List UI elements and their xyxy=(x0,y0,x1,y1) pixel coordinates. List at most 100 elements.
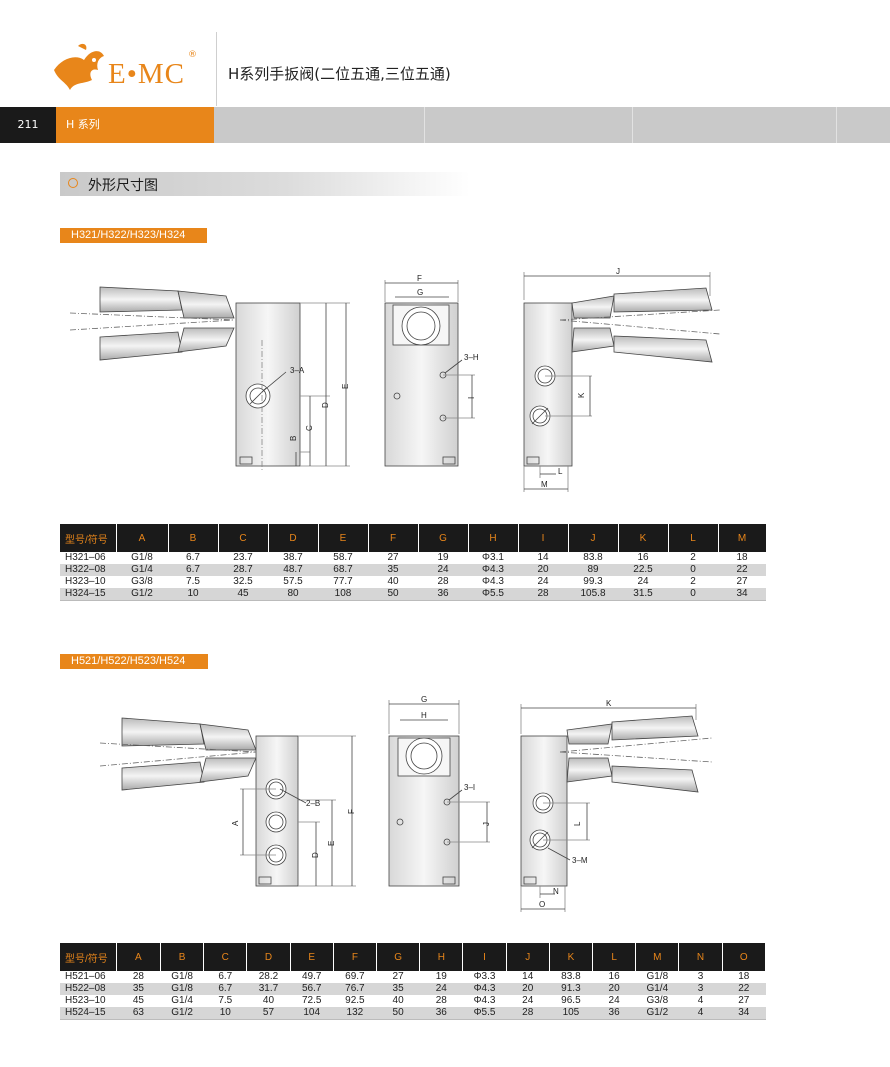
model-tag-group1: H321/H322/H323/H324 xyxy=(60,228,207,243)
table-cell: 28.2 xyxy=(246,971,291,983)
table-header-cell: E xyxy=(290,943,334,971)
model-cell: H324–15 xyxy=(60,588,116,601)
table-header-cell: B xyxy=(168,524,219,552)
dim-label: H xyxy=(421,711,427,720)
table-cell: 20 xyxy=(592,983,636,995)
section-heading: 外形尺寸图 xyxy=(60,172,470,196)
table-header-cell: K xyxy=(618,524,669,552)
model-cell: H524–15 xyxy=(60,1007,117,1020)
table-cell: 57 xyxy=(246,1007,291,1020)
dim-label: L xyxy=(573,821,582,826)
table-header-cell: G xyxy=(376,943,421,971)
dim-label: O xyxy=(539,900,545,909)
table-cell: 19 xyxy=(419,971,463,983)
brand-logo-icon xyxy=(54,43,104,90)
table-cell: 19 xyxy=(418,552,468,564)
series-bar: 211 H 系列 xyxy=(0,107,890,143)
model-tag-group2: H521/H522/H523/H524 xyxy=(60,654,208,669)
table-cell: 80 xyxy=(268,588,318,601)
page-number: 211 xyxy=(0,107,56,143)
table-header-cell: F xyxy=(368,524,419,552)
g2-front-view xyxy=(99,717,356,887)
table-cell: G1/8 xyxy=(160,983,204,995)
table-cell: 92.5 xyxy=(333,995,377,1007)
table-cell: 0 xyxy=(668,588,718,601)
page-title: H系列手扳阀(二位五通,三位五通) xyxy=(228,65,451,83)
dim-label: D xyxy=(321,402,330,408)
table-cell: 24 xyxy=(518,576,568,588)
table-cell: 72.5 xyxy=(290,995,334,1007)
dim-label: 3–A xyxy=(290,366,305,375)
table-cell: 20 xyxy=(518,564,568,576)
table-cell: 40 xyxy=(246,995,291,1007)
dim-label: F xyxy=(347,809,356,814)
table-cell: 10 xyxy=(168,588,218,601)
g2-side-view xyxy=(388,700,490,887)
table-cell: 132 xyxy=(333,1007,377,1020)
table-cell: 27 xyxy=(722,995,766,1007)
table-cell: G1/8 xyxy=(160,971,204,983)
dim-label: L xyxy=(558,467,563,476)
table-header-cell: K xyxy=(549,943,594,971)
table-header-cell: I xyxy=(518,524,569,552)
g2-back-view xyxy=(520,704,713,912)
table-cell: 16 xyxy=(618,552,668,564)
table-cell: Φ4.3 xyxy=(462,983,507,995)
table-cell: 36 xyxy=(419,1007,463,1020)
table-cell: 35 xyxy=(116,983,161,995)
model-cell: H323–10 xyxy=(60,576,116,588)
dim-label: B xyxy=(289,436,298,441)
table-header-cell: M xyxy=(635,943,680,971)
table-cell: 45 xyxy=(218,588,268,601)
table-cell: 63 xyxy=(116,1007,161,1020)
table-cell: 50 xyxy=(376,1007,420,1020)
g1-side-view xyxy=(384,280,475,467)
table-cell: 31.7 xyxy=(246,983,291,995)
header-divider xyxy=(216,32,217,106)
table-cell: 104 xyxy=(290,1007,334,1020)
model-cell: H322–08 xyxy=(60,564,116,576)
table-cell: 56.7 xyxy=(290,983,334,995)
table-cell: 24 xyxy=(418,564,468,576)
table-cell: 18 xyxy=(722,971,766,983)
dim-label: C xyxy=(305,425,314,431)
table-cell: 3 xyxy=(678,971,723,983)
table-cell: 20 xyxy=(506,983,550,995)
table-cell: Φ4.3 xyxy=(462,995,507,1007)
series-label: H 系列 xyxy=(56,107,214,143)
table-cell: Φ4.3 xyxy=(468,564,518,576)
table-cell: 24 xyxy=(506,995,550,1007)
dim-label: D xyxy=(311,852,320,858)
table-cell: 4 xyxy=(678,1007,723,1020)
table-cell: 24 xyxy=(592,995,636,1007)
dim-label: E xyxy=(341,384,350,389)
table-cell: 108 xyxy=(318,588,368,601)
table-cell: 7.5 xyxy=(168,576,218,588)
table-cell: 22 xyxy=(718,564,766,576)
table-cell: Φ3.3 xyxy=(462,971,507,983)
table-header-cell: L xyxy=(592,943,637,971)
table-header-cell: H xyxy=(419,943,464,971)
dim-label: M xyxy=(541,480,548,489)
dim-label: G xyxy=(421,695,427,704)
section-title: 外形尺寸图 xyxy=(88,178,158,194)
dim-label: J xyxy=(616,267,620,276)
table-cell: 24 xyxy=(618,576,668,588)
table-cell: 6.7 xyxy=(168,552,218,564)
registered-mark: ® xyxy=(188,50,197,60)
table-cell: 58.7 xyxy=(318,552,368,564)
table-cell: 69.7 xyxy=(333,971,377,983)
table-cell: 35 xyxy=(368,564,418,576)
dim-label: J xyxy=(482,822,491,826)
table-cell: G1/4 xyxy=(116,564,168,576)
table-cell: G1/8 xyxy=(635,971,679,983)
table-cell: 50 xyxy=(368,588,418,601)
dim-label: E xyxy=(327,841,336,846)
